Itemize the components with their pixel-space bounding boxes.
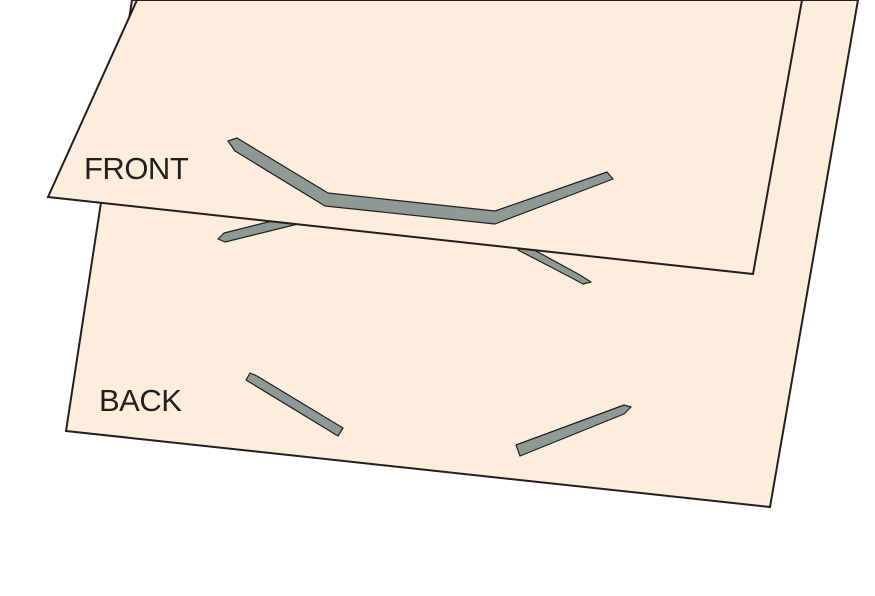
back-staple-right-lower	[515, 404, 632, 457]
front-staple-crown	[227, 137, 614, 225]
back-staple-left-lower	[245, 372, 344, 437]
front-sheet	[46, 0, 804, 276]
front-label: FRONT	[84, 151, 189, 186]
back-label: BACK	[99, 383, 182, 418]
back-staple-right-upper	[517, 244, 592, 285]
